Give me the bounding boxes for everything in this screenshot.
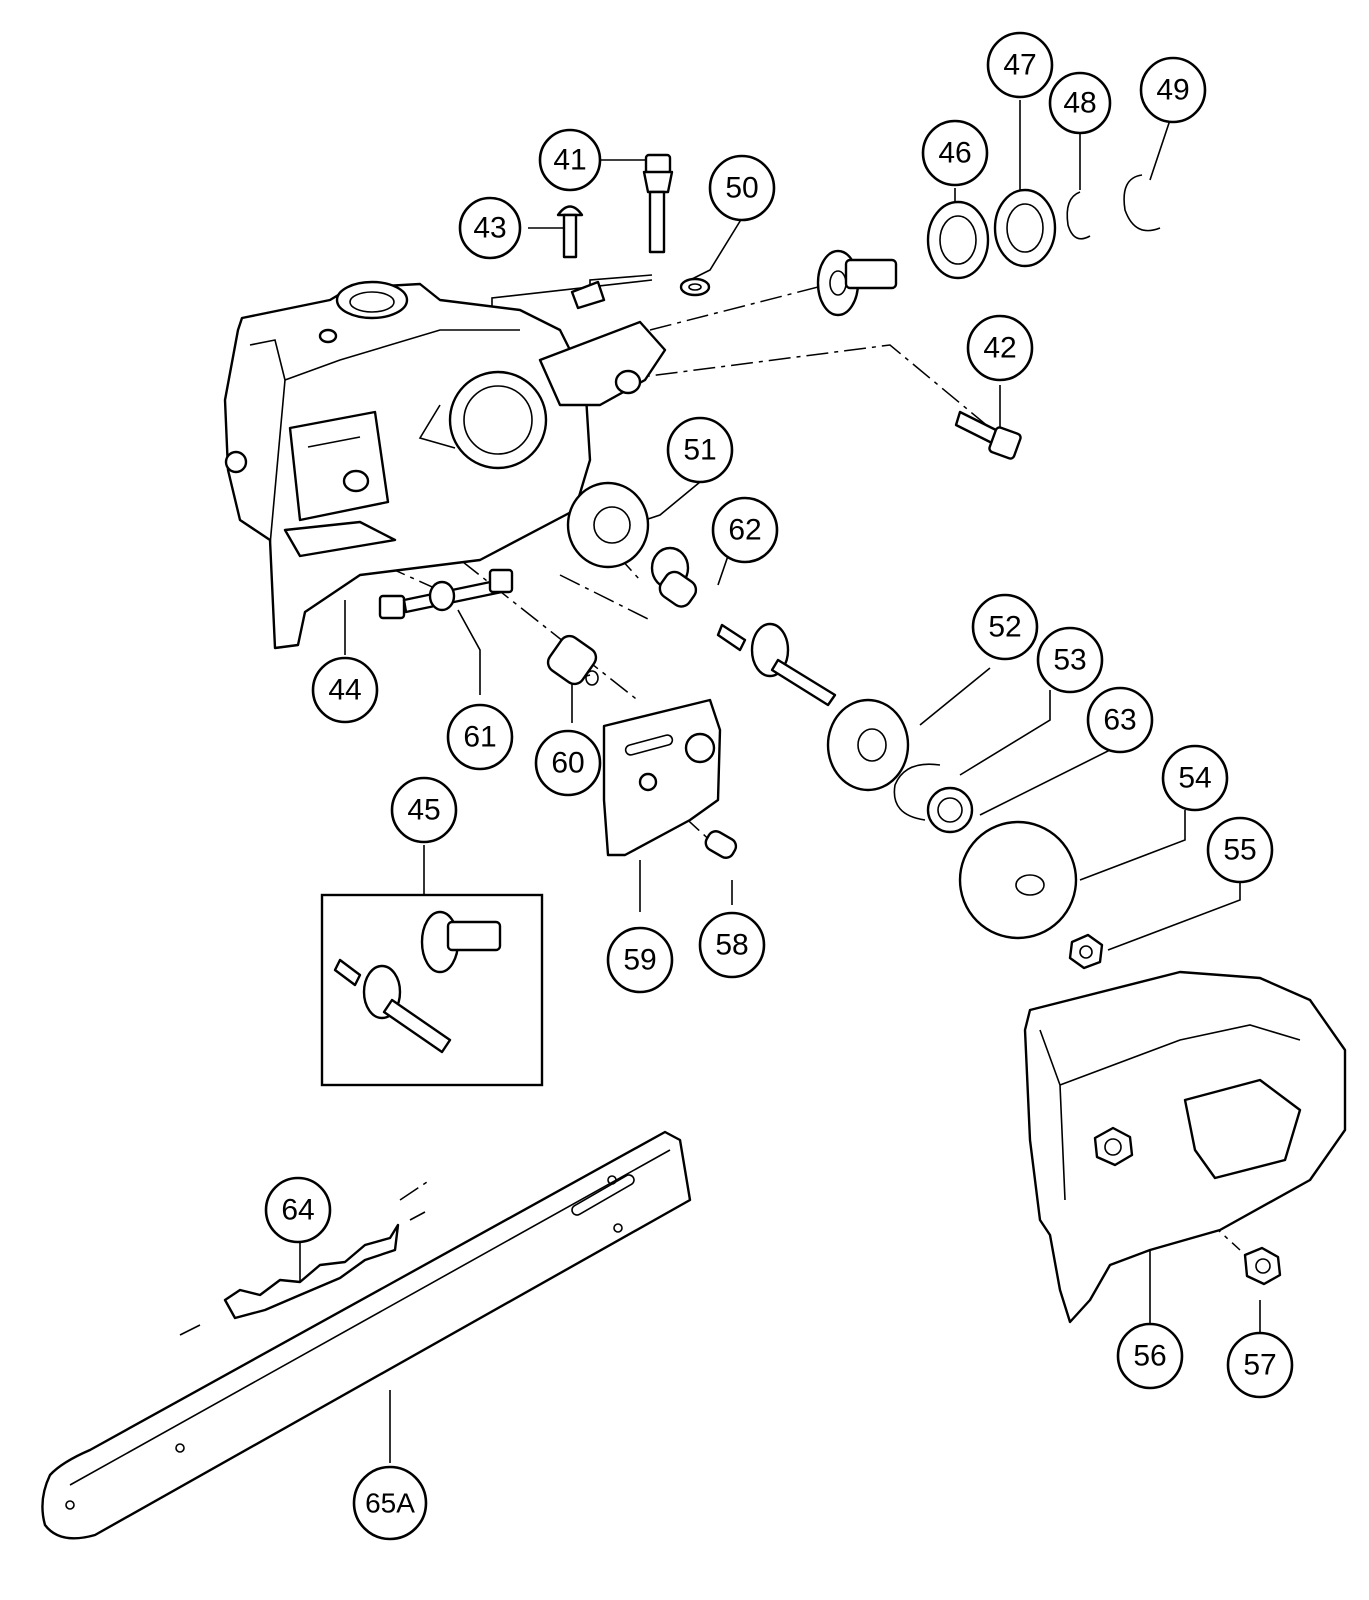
callout-label-44: 44: [328, 674, 361, 707]
callout-label-41: 41: [553, 144, 586, 177]
callout-57: 57: [1226, 1331, 1294, 1399]
callout-label-64: 64: [281, 1194, 314, 1227]
screw-58: [704, 830, 738, 859]
callout-51: 51: [666, 416, 734, 484]
bolt-41: [642, 153, 674, 254]
bolt-42: [954, 410, 1022, 460]
callout-46: 46: [921, 119, 989, 187]
callout-53: 53: [1036, 626, 1104, 694]
screw-43: [556, 205, 584, 259]
callout-label-62: 62: [728, 514, 761, 547]
cover-54: [958, 820, 1078, 940]
input-shaft: [816, 249, 898, 317]
side-cover-56: [1023, 970, 1347, 1324]
chain-64: [179, 1211, 426, 1336]
callout-65A: 65A: [352, 1465, 428, 1541]
sprocket-62: [650, 546, 698, 608]
callout-label-45: 45: [407, 794, 440, 827]
bearing-51: [566, 481, 650, 569]
callout-label-48: 48: [1063, 87, 1096, 120]
callout-49: 49: [1139, 56, 1207, 124]
callout-label-56: 56: [1133, 1340, 1166, 1373]
callout-label-43: 43: [473, 212, 506, 245]
callout-label-42: 42: [983, 332, 1016, 365]
washer-50: [679, 277, 711, 297]
kit-box-45: [320, 893, 544, 1087]
gear-housing: [223, 280, 667, 650]
callout-label-57: 57: [1243, 1349, 1276, 1382]
callout-label-47: 47: [1003, 49, 1036, 82]
callout-label-52: 52: [988, 611, 1021, 644]
callout-48: 48: [1048, 71, 1112, 135]
driven-shaft: [716, 622, 837, 707]
callout-54: 54: [1161, 744, 1229, 812]
callout-59: 59: [606, 926, 674, 994]
callout-44: 44: [311, 656, 379, 724]
callout-label-58: 58: [715, 929, 748, 962]
plate-59: [602, 698, 722, 857]
callout-55: 55: [1206, 816, 1274, 884]
callout-label-51: 51: [683, 434, 716, 467]
callout-label-59: 59: [623, 944, 656, 977]
pin-60: [546, 634, 599, 686]
callout-58: 58: [698, 911, 766, 979]
snap-ring-48: [1066, 191, 1091, 240]
callout-60: 60: [534, 729, 602, 797]
nut-57: [1243, 1246, 1282, 1286]
callout-50: 50: [708, 154, 776, 222]
callout-43: 43: [458, 196, 522, 260]
guide-bar-65A: [41, 1130, 692, 1540]
sprocket-52: [826, 698, 910, 792]
callout-56: 56: [1116, 1322, 1184, 1390]
callout-41: 41: [538, 128, 602, 192]
callout-label-63: 63: [1103, 704, 1136, 737]
callout-label-50: 50: [725, 172, 758, 205]
bushing-63: [926, 786, 974, 834]
callout-61: 61: [446, 703, 514, 771]
callout-label-46: 46: [938, 137, 971, 170]
callout-62: 62: [711, 496, 779, 564]
callout-45: 45: [390, 776, 458, 844]
callout-label-53: 53: [1053, 644, 1086, 677]
callout-label-60: 60: [551, 747, 584, 780]
nut-55: [1068, 933, 1104, 970]
bolt-61: [378, 568, 514, 620]
callout-63: 63: [1086, 686, 1154, 754]
snap-ring-49: [1123, 174, 1161, 232]
clip-53: [893, 763, 941, 821]
callout-52: 52: [971, 593, 1039, 661]
callout-label-49: 49: [1156, 74, 1189, 107]
bearing-47: [993, 188, 1057, 268]
callout-label-61: 61: [463, 721, 496, 754]
callout-64: 64: [264, 1176, 332, 1244]
callout-42: 42: [966, 314, 1034, 382]
bearing-46: [926, 200, 990, 280]
callout-label-55: 55: [1223, 834, 1256, 867]
callout-label-54: 54: [1178, 762, 1211, 795]
callout-47: 47: [986, 31, 1054, 99]
callout-label-65A: 65A: [365, 1488, 415, 1519]
